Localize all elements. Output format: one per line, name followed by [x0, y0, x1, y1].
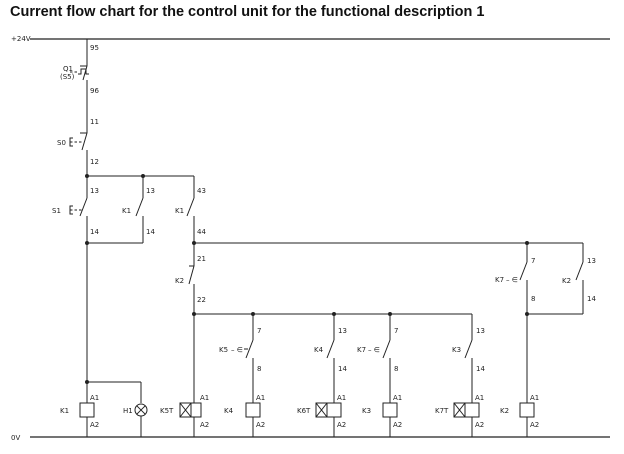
coil-k6t: A1 A2 K6T — [297, 394, 346, 437]
coil-k1-label: K1 — [60, 407, 69, 415]
k4-label: K4 — [314, 346, 324, 354]
coil-k5t-a1: A1 — [200, 394, 209, 402]
k7-timer-contact-right: 7 8 K7 – ∈ — [495, 243, 535, 403]
coil-k3-a2: A2 — [393, 421, 402, 429]
rail-0v: 0V — [11, 434, 610, 442]
coil-k5t-a2: A2 — [200, 421, 209, 429]
k5-terminal-7: 7 — [257, 327, 261, 335]
lamp-h1-label: H1 — [123, 407, 133, 415]
k7-right-label: K7 — [495, 276, 504, 284]
k2-interlock-terminal-21: 21 — [197, 255, 206, 263]
k7-mid-terminal-8: 8 — [394, 365, 398, 373]
s1-start-button: 13 14 S1 — [52, 187, 99, 437]
k1-hold-terminal-14: 14 — [146, 228, 155, 236]
s0-stop-button: 11 12 S0 — [57, 118, 99, 166]
coil-k2: A1 A2 K2 — [500, 394, 539, 437]
k2-hold-label: K2 — [562, 277, 571, 285]
k2-hold-terminal-13: 13 — [587, 257, 596, 265]
q1-overload-contact: 95 96 Q1 (S5) — [60, 44, 99, 95]
k2-interlock-terminal-22: 22 — [197, 296, 206, 304]
k5-terminal-8: 8 — [257, 365, 261, 373]
k7-right-terminal-8: 8 — [531, 295, 535, 303]
k5-timer-contact: 7 8 K5 – ∈ — [219, 314, 261, 403]
coil-k3-label: K3 — [362, 407, 371, 415]
rail-24v: +24V — [11, 35, 610, 43]
s1-terminal-14: 14 — [90, 228, 99, 236]
q1-sub-label: (S5) — [60, 73, 75, 81]
svg-text:– ∈: – ∈ — [368, 346, 380, 354]
svg-text:– ∈: – ∈ — [506, 276, 518, 284]
rail-24v-label: +24V — [11, 35, 31, 43]
coil-k7t-a1: A1 — [475, 394, 484, 402]
coil-k6t-a1: A1 — [337, 394, 346, 402]
s1-label: S1 — [52, 207, 61, 215]
k1-hold-terminal-13: 13 — [146, 187, 155, 195]
coil-k2-a1: A1 — [530, 394, 539, 402]
coil-k6t-label: K6T — [297, 407, 311, 415]
k3-terminal-14: 14 — [476, 365, 485, 373]
coil-k3-a1: A1 — [393, 394, 402, 402]
k1-aux-terminal-44: 44 — [197, 228, 206, 236]
q1-terminal-95: 95 — [90, 44, 99, 52]
k3-contact: 13 14 K3 — [452, 314, 485, 403]
coil-k7t-label: K7T — [435, 407, 449, 415]
coil-k7t-a2: A2 — [475, 421, 484, 429]
k3-terminal-13: 13 — [476, 327, 485, 335]
rail-0v-label: 0V — [11, 434, 20, 442]
coil-k5t-label: K5T — [160, 407, 174, 415]
coil-k4-a2: A2 — [256, 421, 265, 429]
k2-interlock-label: K2 — [175, 277, 184, 285]
coil-k4-label: K4 — [224, 407, 234, 415]
k4-contact: 13 14 K4 — [314, 314, 347, 403]
k3-label: K3 — [452, 346, 461, 354]
k1-aux-terminal-43: 43 — [197, 187, 206, 195]
k5-label: K5 — [219, 346, 228, 354]
coil-k3: A1 A2 K3 — [362, 394, 402, 437]
k1-aux-contact: 43 44 K1 — [175, 176, 206, 256]
coil-k7t: A1 A2 K7T — [435, 394, 484, 437]
k4-terminal-14: 14 — [338, 365, 347, 373]
s0-terminal-12: 12 — [90, 158, 99, 166]
coil-k2-label: K2 — [500, 407, 509, 415]
s0-terminal-11: 11 — [90, 118, 99, 126]
coil-k5t: A1 A2 K5T — [160, 394, 209, 429]
k1-hold-contact: 13 14 K1 — [85, 176, 155, 245]
q1-terminal-96: 96 — [90, 87, 99, 95]
lamp-h1: H1 — [123, 382, 148, 437]
coil-k2-a2: A2 — [530, 421, 539, 429]
coil-k4: A1 A2 K4 — [224, 394, 265, 437]
svg-text:– ∈: – ∈ — [231, 346, 243, 354]
k2-hold-contact: 13 14 K2 — [525, 243, 596, 316]
k7-mid-label: K7 — [357, 346, 366, 354]
coil-k4-a1: A1 — [256, 394, 265, 402]
k7-mid-terminal-7: 7 — [394, 327, 398, 335]
coil-k6t-a2: A2 — [337, 421, 346, 429]
k1-aux-label: K1 — [175, 207, 184, 215]
diagram-title: Current flow chart for the control unit … — [10, 4, 485, 20]
k7-right-terminal-7: 7 — [531, 257, 535, 265]
coil-k1-a2: A2 — [90, 421, 99, 429]
k4-terminal-13: 13 — [338, 327, 347, 335]
coil-k1-a1: A1 — [90, 394, 99, 402]
coil-k1: A1 A2 K1 — [60, 394, 99, 437]
k7-timer-contact-middle: 7 8 K7 – ∈ — [357, 314, 398, 403]
k1-hold-label: K1 — [122, 207, 131, 215]
k2-hold-terminal-14: 14 — [587, 295, 596, 303]
s0-label: S0 — [57, 139, 66, 147]
q1-label: Q1 — [63, 65, 73, 73]
s1-terminal-13: 13 — [90, 187, 99, 195]
